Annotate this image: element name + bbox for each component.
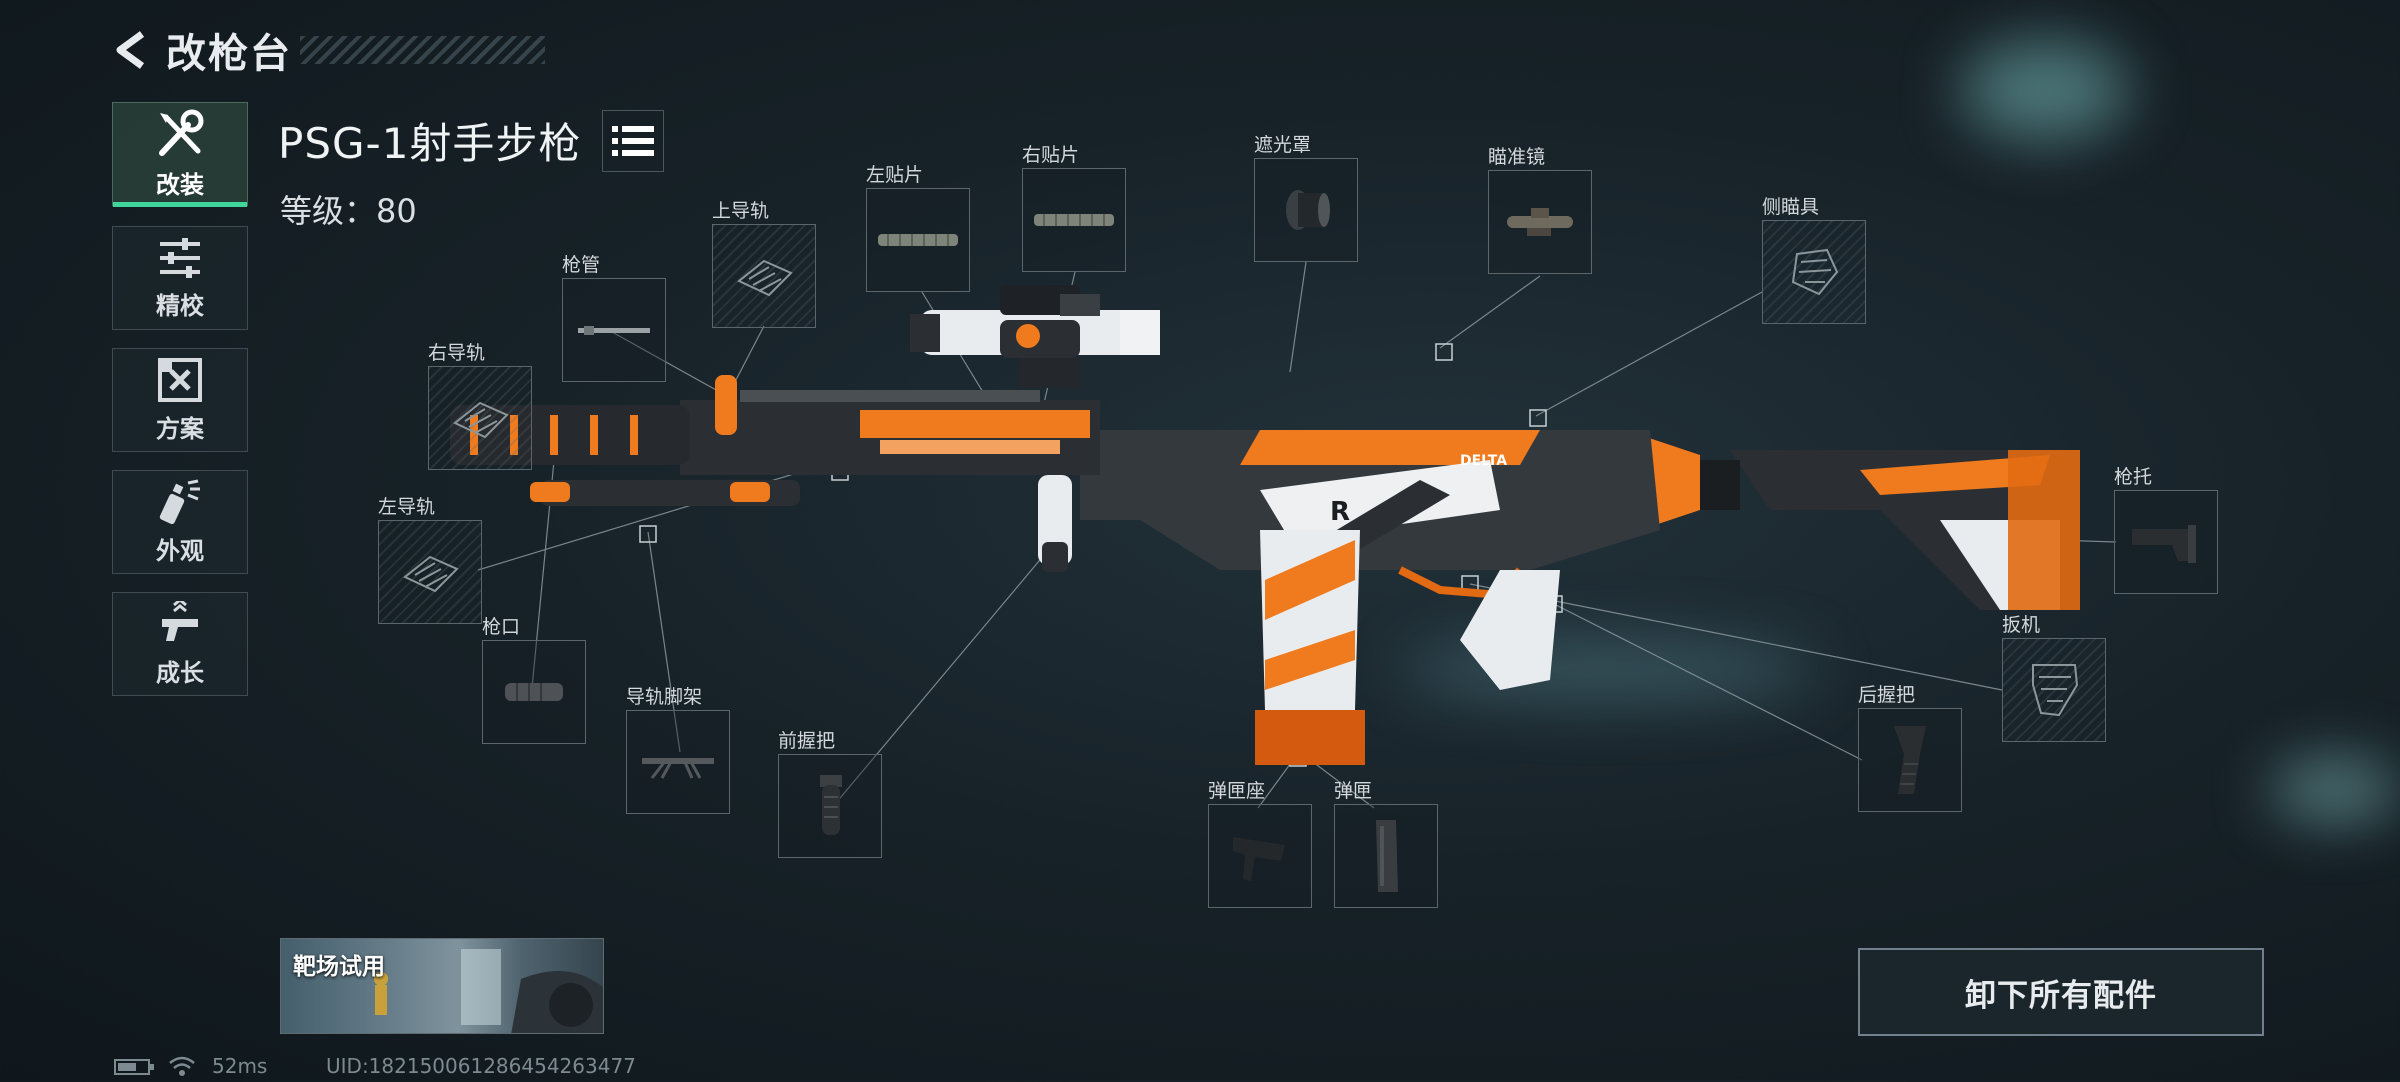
slot-label-right-rail: 右导轨: [428, 342, 486, 364]
slot-label-foregrip: 前握把: [778, 730, 836, 752]
title-decoration: [300, 36, 545, 64]
slot-label-left-patch: 左贴片: [866, 164, 924, 186]
slot-scope[interactable]: [1488, 170, 1592, 274]
wrench-screwdriver-icon: [159, 109, 204, 156]
slot-upper-rail[interactable]: [712, 224, 816, 328]
slot-label-scope: 瞄准镜: [1488, 146, 1546, 168]
slot-right-patch[interactable]: [1022, 168, 1126, 272]
gun-upgrade-icon: [162, 600, 198, 641]
nav-tab-tune[interactable]: 精校: [112, 226, 248, 330]
sunshade-icon: [1286, 190, 1330, 230]
side-sight-placeholder-icon: [1791, 248, 1839, 296]
page-header: 改枪台: [112, 22, 292, 78]
slot-label-side-sight: 侧瞄具: [1762, 196, 1820, 218]
slot-right-rail[interactable]: [428, 366, 532, 470]
spray-can-icon: [159, 479, 200, 524]
slot-label-right-patch: 右贴片: [1022, 144, 1080, 166]
background-light: [2270, 760, 2400, 820]
rail-panel-icon: [1034, 214, 1114, 226]
wifi-icon: [168, 1054, 196, 1082]
slot-label-trigger: 扳机: [2002, 614, 2041, 636]
unequip-all-button[interactable]: 卸下所有配件: [1858, 948, 2264, 1036]
slot-label-stock: 枪托: [2114, 466, 2153, 488]
trigger-placeholder-icon: [2032, 664, 2079, 717]
nav-label: 方案: [156, 414, 204, 443]
nav-label: 成长: [156, 658, 204, 687]
page-title: 改枪台: [166, 31, 292, 77]
slot-barrel[interactable]: [562, 278, 666, 382]
slot-label-rail-bipod: 导轨脚架: [626, 686, 703, 708]
slot-label-muzzle: 枪口: [482, 616, 521, 638]
slot-side-sight[interactable]: [1762, 220, 1866, 324]
slot-rear-grip[interactable]: [1858, 708, 1962, 812]
level-label: 等级：: [280, 192, 377, 230]
svg-text:R: R: [1330, 497, 1350, 527]
sliders-icon: [160, 237, 200, 278]
slot-label-magazine: 弹匣: [1334, 780, 1373, 802]
nav-tab-modify[interactable]: 改装: [112, 102, 248, 207]
nav-tab-growth[interactable]: 成长: [112, 592, 248, 696]
slot-mag-base[interactable]: [1208, 804, 1312, 908]
slot-rail-bipod[interactable]: [626, 710, 730, 814]
rail-placeholder-icon: [737, 259, 793, 297]
rail-placeholder-icon: [453, 401, 509, 439]
slot-label-sunshade: 遮光罩: [1254, 134, 1312, 156]
background-light: [1960, 40, 2130, 140]
nav-label: 改装: [156, 170, 204, 199]
unequip-all-label: 卸下所有配件: [1965, 977, 2157, 1014]
slot-label-left-rail: 左导轨: [378, 496, 436, 518]
weapon-list-button[interactable]: [602, 110, 664, 172]
barrel-icon: [578, 326, 650, 335]
blueprint-icon: [158, 357, 202, 402]
slot-foregrip[interactable]: [778, 754, 882, 858]
rail-placeholder-icon: [403, 555, 459, 593]
slot-sunshade[interactable]: [1254, 158, 1358, 262]
uid-text: UID:18215006128645426347​7: [326, 1054, 636, 1078]
list-icon: [612, 126, 654, 156]
rail-panel-icon: [878, 234, 958, 246]
mag-base-icon: [1233, 837, 1285, 881]
slot-label-mag-base: 弹匣座: [1208, 780, 1266, 802]
ping-text: 52ms: [212, 1054, 268, 1078]
slot-trigger[interactable]: [2002, 638, 2106, 742]
muzzle-icon: [505, 683, 563, 701]
rear-grip-icon: [1894, 726, 1926, 794]
range-trial-label: 靶场试用: [293, 954, 385, 980]
slot-left-rail[interactable]: [378, 520, 482, 624]
scope-icon: [1507, 208, 1573, 236]
nav-label: 外观: [156, 536, 204, 565]
slot-magazine[interactable]: [1334, 804, 1438, 908]
bipod-icon: [642, 758, 714, 779]
weapon-model: DELTA R: [450, 285, 2080, 765]
level-value: 80: [376, 192, 417, 230]
stock-icon: [2132, 525, 2196, 563]
slot-left-patch[interactable]: [866, 188, 970, 292]
magazine-icon: [1376, 820, 1398, 892]
slot-label-barrel: 枪管: [562, 254, 601, 276]
nav-label: 精校: [156, 291, 204, 320]
svg-text:DELTA: DELTA: [1460, 453, 1507, 469]
foregrip-icon: [820, 775, 842, 835]
range-preview-image: [281, 939, 603, 1033]
slot-label-upper-rail: 上导轨: [712, 200, 770, 222]
battery-icon: [114, 1058, 156, 1080]
slot-muzzle[interactable]: [482, 640, 586, 744]
slot-label-rear-grip: 后握把: [1858, 684, 1916, 706]
slot-stock[interactable]: [2114, 490, 2218, 594]
nav-tab-preset[interactable]: 方案: [112, 348, 248, 452]
range-trial-button[interactable]: 靶场试用: [280, 938, 604, 1034]
back-arrow-icon[interactable]: [112, 28, 152, 72]
weapon-name: PSG-1射手步枪: [278, 119, 582, 168]
weapon-level: 等级：80: [280, 186, 417, 232]
nav-tab-appearance[interactable]: 外观: [112, 470, 248, 574]
